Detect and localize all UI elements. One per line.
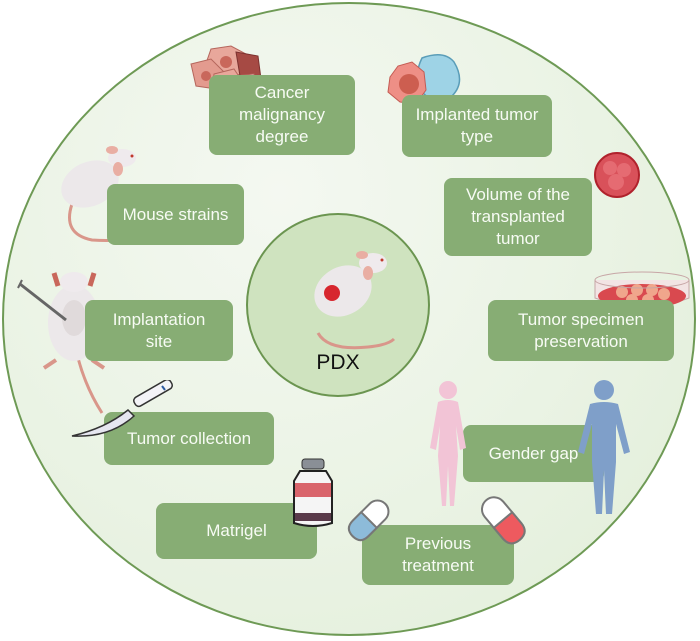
tumor-cells-icon bbox=[387, 54, 461, 105]
factor-label-line: malignancy bbox=[239, 105, 325, 124]
pdx-center-circle: PDX bbox=[246, 213, 430, 397]
factor-label-line: preservation bbox=[534, 331, 628, 351]
mouse-icon bbox=[61, 146, 142, 242]
factor-box-gender-gap: Gender gap bbox=[463, 425, 604, 482]
tumor-mass-icon bbox=[594, 152, 640, 198]
factor-label-line: treatment bbox=[402, 556, 474, 575]
factor-box-previous-treatment: Previous treatment bbox=[362, 525, 514, 585]
factor-label-line: Implantation bbox=[112, 309, 206, 329]
factor-label-line: Matrigel bbox=[206, 521, 267, 540]
factor-box-volume: Volume of the transplanted tumor bbox=[444, 178, 592, 256]
factor-label-line: site bbox=[145, 331, 173, 351]
scalpel-icon bbox=[71, 380, 173, 437]
factor-label-line: degree bbox=[255, 127, 309, 146]
factor-label-line: transplanted bbox=[471, 207, 565, 226]
pdx-label: PDX bbox=[316, 351, 360, 374]
factor-label-line: Mouse strains bbox=[122, 204, 229, 224]
factor-label-line: type bbox=[460, 127, 494, 146]
factor-label-line: Gender gap bbox=[488, 443, 579, 463]
factor-label-line: tumor bbox=[496, 229, 540, 248]
factor-label-line: Tumor specimen bbox=[518, 309, 644, 329]
factor-box-tumor-collection: Tumor collection bbox=[104, 412, 274, 465]
factor-label-line: Previous bbox=[404, 534, 472, 553]
factor-box-implanted-tumor-type: Implanted tumor type bbox=[402, 95, 552, 157]
human-figures-icon bbox=[430, 380, 630, 514]
factor-label-line: Cancer bbox=[254, 83, 310, 102]
mouse-with-tumor-icon bbox=[314, 251, 396, 350]
factor-label-line: Implanted tumor bbox=[415, 105, 539, 124]
capsule-icon bbox=[347, 499, 390, 542]
factor-box-cancer-malignancy: Cancer malignancy degree bbox=[209, 75, 355, 155]
factor-box-mouse-strains: Mouse strains bbox=[107, 184, 244, 245]
factor-label-line: Tumor collection bbox=[126, 428, 252, 448]
capsule-icon bbox=[481, 496, 526, 545]
factor-label-line: Volume of the bbox=[466, 185, 570, 204]
factor-box-matrigel: Matrigel bbox=[156, 503, 317, 559]
vial-icon bbox=[293, 458, 333, 527]
